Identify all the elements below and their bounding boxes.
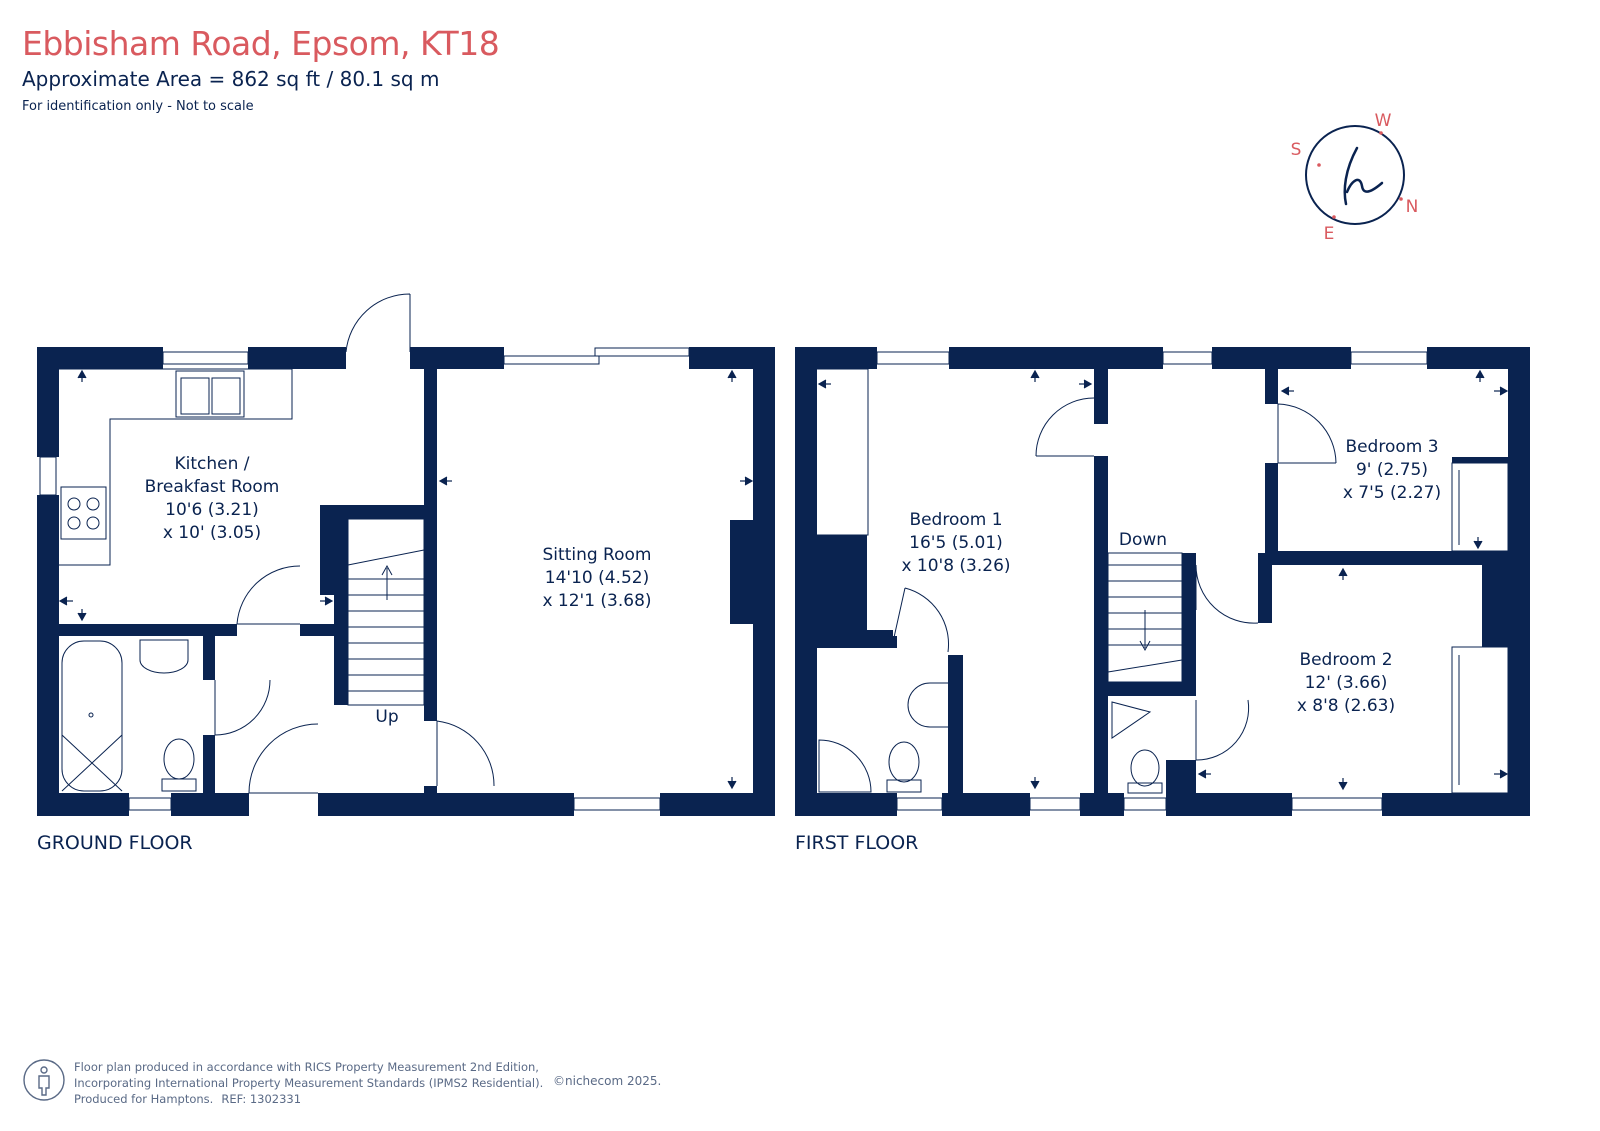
sitting-dim-1: 14'10 (4.52) <box>545 568 649 588</box>
first-floor-fixtures <box>817 351 1509 811</box>
compass-e: E <box>1324 224 1335 244</box>
bedroom3-dim-2: x 7'5 (2.27) <box>1343 483 1441 503</box>
room-sitting: Sitting Room 14'10 (4.52) x 12'1 (3.68) <box>542 545 651 611</box>
footer-ref: REF: 1302331 <box>221 1092 302 1106</box>
compass-n: N <box>1406 197 1419 217</box>
room-kitchen: Kitchen / Breakfast Room 10'6 (3.21) x 1… <box>145 454 280 543</box>
identification-note: For identification only - Not to scale <box>22 99 254 114</box>
kitchen-dim-2: x 10' (3.05) <box>163 523 261 543</box>
footer-notice: Floor plan produced in accordance with R… <box>74 1059 543 1107</box>
room-bedroom2: Bedroom 2 12' (3.66) x 8'8 (2.63) <box>1297 650 1395 716</box>
room-bedroom1: Bedroom 1 16'5 (5.01) x 10'8 (3.26) <box>901 510 1010 576</box>
compass-w: W <box>1375 111 1392 131</box>
room-bedroom3: Bedroom 3 9' (2.75) x 7'5 (2.27) <box>1343 437 1441 503</box>
compass: S W N E <box>1291 111 1419 244</box>
kitchen-name-2: Breakfast Room <box>145 477 280 497</box>
footer-line-2: Incorporating International Property Mea… <box>74 1076 544 1090</box>
kitchen-dim-1: 10'6 (3.21) <box>165 500 259 520</box>
compass-s: S <box>1291 140 1302 160</box>
ground-floor-label: GROUND FLOOR <box>37 832 193 854</box>
ground-floor-plan <box>37 347 775 816</box>
first-floor-plan <box>795 347 1530 816</box>
stairs-up-label: Up <box>375 707 398 727</box>
bedroom2-dim-1: 12' (3.66) <box>1305 673 1388 693</box>
bedroom3-dim-1: 9' (2.75) <box>1356 460 1428 480</box>
property-title: Ebbisham Road, Epsom, KT18 <box>22 24 500 63</box>
footer-line-3: Produced for Hamptons. <box>74 1092 214 1106</box>
copyright-notice: ©nichecom 2025. <box>553 1074 662 1088</box>
measurement-arrows <box>58 369 1509 791</box>
sitting-dim-2: x 12'1 (3.68) <box>542 591 651 611</box>
bedroom3-name: Bedroom 3 <box>1345 437 1438 457</box>
sitting-name: Sitting Room <box>543 545 652 565</box>
bedroom2-name: Bedroom 2 <box>1299 650 1392 670</box>
bedroom1-name: Bedroom 1 <box>909 510 1002 530</box>
ground-floor-fixtures <box>39 293 690 811</box>
hamptons-h-logo-icon <box>1343 146 1384 206</box>
approximate-area: Approximate Area = 862 sq ft / 80.1 sq m <box>22 67 440 91</box>
kitchen-name-1: Kitchen / <box>174 454 249 474</box>
first-floor-label: FIRST FLOOR <box>795 832 919 854</box>
bedroom2-dim-2: x 8'8 (2.63) <box>1297 696 1395 716</box>
bedroom1-dim-1: 16'5 (5.01) <box>909 533 1003 553</box>
footer-line-1: Floor plan produced in accordance with R… <box>74 1060 539 1074</box>
person-info-icon <box>23 1059 65 1101</box>
bedroom1-dim-2: x 10'8 (3.26) <box>901 556 1010 576</box>
stairs-down-label: Down <box>1119 530 1167 550</box>
